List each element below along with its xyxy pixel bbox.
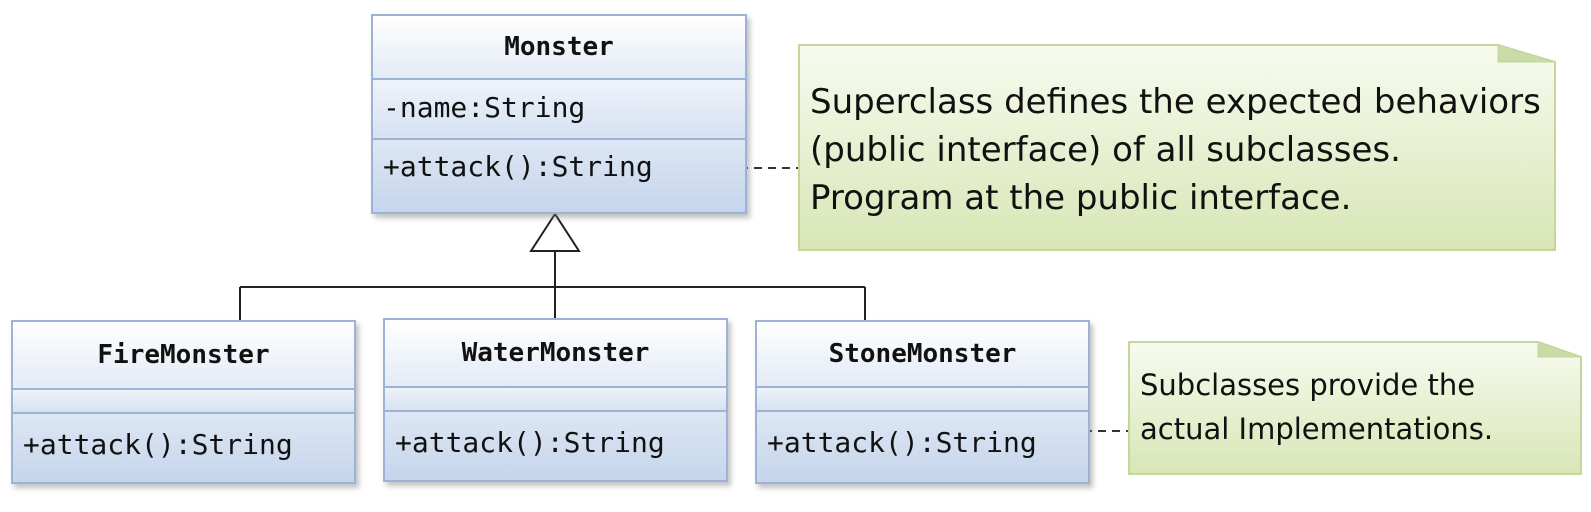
class-water-monster-operations-compartment: +attack():String bbox=[385, 410, 726, 480]
inheritance-connector bbox=[239, 251, 866, 320]
class-name: WaterMonster bbox=[461, 338, 650, 368]
subclass-note[interactable]: Subclasses provide the actual Implementa… bbox=[1128, 341, 1583, 476]
operation: +attack():String bbox=[23, 428, 293, 461]
operation: +attack():String bbox=[767, 426, 1037, 459]
note-shape bbox=[798, 44, 1556, 251]
note-line: Subclasses provide the bbox=[1140, 368, 1476, 402]
superclass-note-text: Superclass defines the expected behavior… bbox=[810, 78, 1541, 222]
subclass-note-text: Subclasses provide the actual Implementa… bbox=[1140, 363, 1493, 451]
note-line: Program at the public interface. bbox=[810, 178, 1352, 218]
class-stone-monster-operations-compartment: +attack():String bbox=[757, 410, 1088, 482]
superclass-note[interactable]: Superclass defines the expected behavior… bbox=[798, 44, 1558, 252]
class-name: Monster bbox=[504, 32, 614, 62]
class-monster-operations-compartment: +attack():String bbox=[373, 138, 745, 212]
class-fire-monster-name-compartment: FireMonster bbox=[13, 322, 354, 388]
attribute: -name:String bbox=[383, 91, 586, 124]
class-water-monster-name-compartment: WaterMonster bbox=[385, 320, 726, 386]
class-fire-monster-attributes-compartment bbox=[13, 388, 354, 412]
note-shape bbox=[1128, 341, 1582, 475]
class-water-monster-attributes-compartment bbox=[385, 386, 726, 410]
class-monster[interactable]: Monster -name:String +attack():String bbox=[371, 14, 747, 214]
note-line: (public interface) of all subclasses. bbox=[810, 130, 1401, 170]
class-fire-monster[interactable]: FireMonster +attack():String bbox=[11, 320, 356, 484]
class-monster-attributes-compartment: -name:String bbox=[373, 78, 745, 138]
class-stone-monster-attributes-compartment bbox=[757, 386, 1088, 410]
class-water-monster[interactable]: WaterMonster +attack():String bbox=[383, 318, 728, 482]
operation: +attack():String bbox=[395, 426, 665, 459]
class-name: FireMonster bbox=[97, 340, 270, 370]
note-line: Superclass defines the expected behavior… bbox=[810, 82, 1541, 122]
class-fire-monster-operations-compartment: +attack():String bbox=[13, 412, 354, 482]
class-name: StoneMonster bbox=[828, 339, 1017, 369]
class-monster-name-compartment: Monster bbox=[373, 16, 745, 78]
generalization-arrowhead-icon bbox=[529, 212, 581, 252]
note-line: actual Implementations. bbox=[1140, 412, 1494, 446]
class-stone-monster-name-compartment: StoneMonster bbox=[757, 322, 1088, 386]
operation: +attack():String bbox=[383, 150, 653, 183]
class-stone-monster[interactable]: StoneMonster +attack():String bbox=[755, 320, 1090, 484]
